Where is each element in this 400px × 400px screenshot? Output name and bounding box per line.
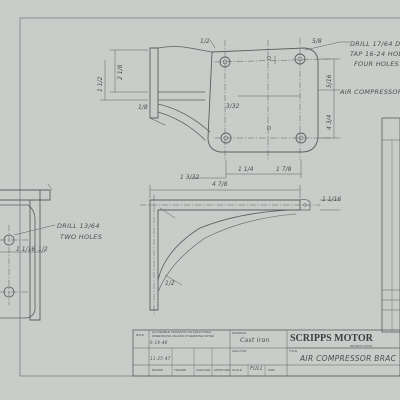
dim-left-a: 1 1/16 (16, 246, 36, 253)
date-label: DATE (136, 333, 144, 337)
material-label: MATERIAL (232, 331, 247, 335)
dim-hole-vertical: 5/16 (326, 74, 333, 88)
traced-label: TRACED (174, 368, 187, 372)
dim-bracket-height: 2 1/8 (117, 64, 124, 80)
dim-radius: 5/8 (312, 38, 322, 45)
company-name: SCRIPPS MOTOR (290, 333, 373, 344)
note-drill-top-3: FOUR HOLES (354, 60, 400, 68)
dim-radius-left: 1/2 (200, 38, 210, 45)
title-label: TITLE (289, 349, 298, 353)
scale-value: FULL (250, 366, 264, 372)
dim-left-b: 1/2 (38, 246, 48, 253)
note-drill-left-1: DRILL 13/64 (57, 222, 100, 230)
dim-side-fillet: 1/2 (165, 280, 175, 287)
note-drill-top-2: TAP 16-24 HOLE (350, 50, 400, 58)
side-view-dimensions (149, 177, 341, 286)
size-label: SIZE (268, 368, 275, 372)
top-view-bracket (149, 46, 213, 141)
material-value: Cast Iron (240, 337, 270, 344)
dim-hole-spacing: 1 1/4 (238, 166, 254, 173)
dim-lower: 1 7/8 (276, 166, 292, 173)
note-drill-left-2: TWO HOLES (60, 233, 103, 241)
date-2: 11-25-47 (150, 356, 171, 361)
date-1: 6-14-46 (150, 340, 168, 345)
drawn-label: DRAWN (152, 368, 164, 372)
dim-hole-vertical-2: 4 3/4 (326, 114, 333, 130)
dim-bracket-width: 1/8 (138, 104, 148, 111)
dim-side-top: 1 3/32 (180, 174, 200, 181)
revision-block (381, 117, 400, 333)
dim-fillet-note: 3/32 (226, 103, 240, 110)
approved-label: APPROVED (214, 368, 231, 372)
title-block-frame (132, 329, 400, 377)
dim-side-right: 1 1/16 (322, 196, 342, 203)
drawing-title: AIR COMPRESSOR BRAC (300, 354, 397, 363)
dim-side-width: 4 7/8 (212, 181, 228, 188)
centerlines (214, 37, 331, 161)
note-drill-top-1: DRILL 17/64 DRILL (350, 40, 400, 48)
company-city: DETROIT, MICH. (350, 344, 373, 348)
analysis-label: ANALYSIS (232, 349, 247, 353)
scale-label: SCALE (232, 368, 242, 372)
checked-label: CHECKED (196, 368, 211, 372)
dimension-lines (99, 39, 351, 179)
tolerance-note: ALLOWABLE VARIATION ON FRACTIONAL DIMENS… (152, 330, 215, 338)
note-air-compressor: AIR COMPRESSOR (340, 88, 400, 96)
dim-bracket-depth: 1 1/2 (97, 76, 104, 92)
